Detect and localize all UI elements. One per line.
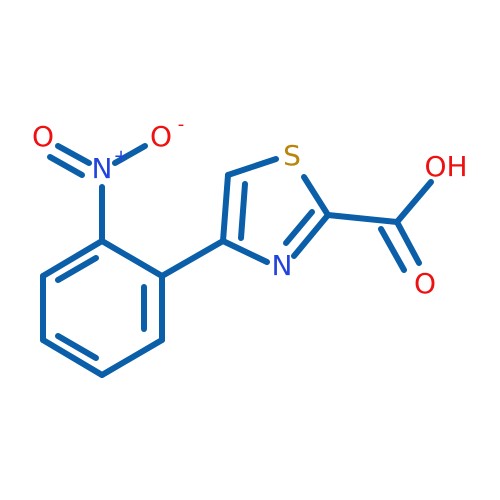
- atom-n-thiazole: N: [272, 249, 293, 282]
- thiazole-bond-c2-n: [291, 212, 331, 259]
- atom-s-thiazole: S: [283, 139, 301, 172]
- nitro-n-o-right-bond: [112, 143, 148, 166]
- atom-o-nitro-left: O: [32, 120, 54, 153]
- aryl-thiazole-bond: [159, 238, 226, 279]
- benzene-bond-1: [99, 238, 165, 279]
- charge-plus-nitro: +: [113, 146, 128, 167]
- carboxyl-double-bond-a: [394, 219, 422, 266]
- thiazole-bond-s-c2: [301, 174, 331, 218]
- benzene-double-bond-2: [55, 333, 99, 361]
- atom-o-nitro-right: O: [150, 120, 172, 153]
- atom-o-carboxyl: O: [414, 267, 436, 300]
- carboxyl-double-bond-b: [378, 226, 407, 273]
- benzene-bond-4: [40, 337, 105, 378]
- nitro-n-o-left-bond-b: [47, 154, 85, 178]
- charge-minus-nitro: -: [178, 114, 185, 135]
- benzene-bond-3: [99, 337, 165, 378]
- benzene-double-bond-3: [55, 255, 99, 283]
- carboxyl-oh-bond: [394, 179, 434, 225]
- atom-n-nitro: N: [92, 152, 113, 185]
- nitro-n-o-left-bond-a: [55, 143, 92, 166]
- thiazole-double-bond-c2-n: [283, 209, 315, 246]
- atom-oh-carboxyl: OH: [424, 150, 467, 183]
- thiazole-bond-c5-s: [225, 156, 279, 178]
- thiazole-double-bond-c4-c5: [238, 181, 248, 241]
- benzene-bond-6: [40, 238, 105, 279]
- carboxyl-c2-c-bond: [325, 212, 400, 225]
- thiazole-bond-n-c4: [220, 238, 270, 265]
- thiazole-bond-c4-c5: [220, 172, 231, 244]
